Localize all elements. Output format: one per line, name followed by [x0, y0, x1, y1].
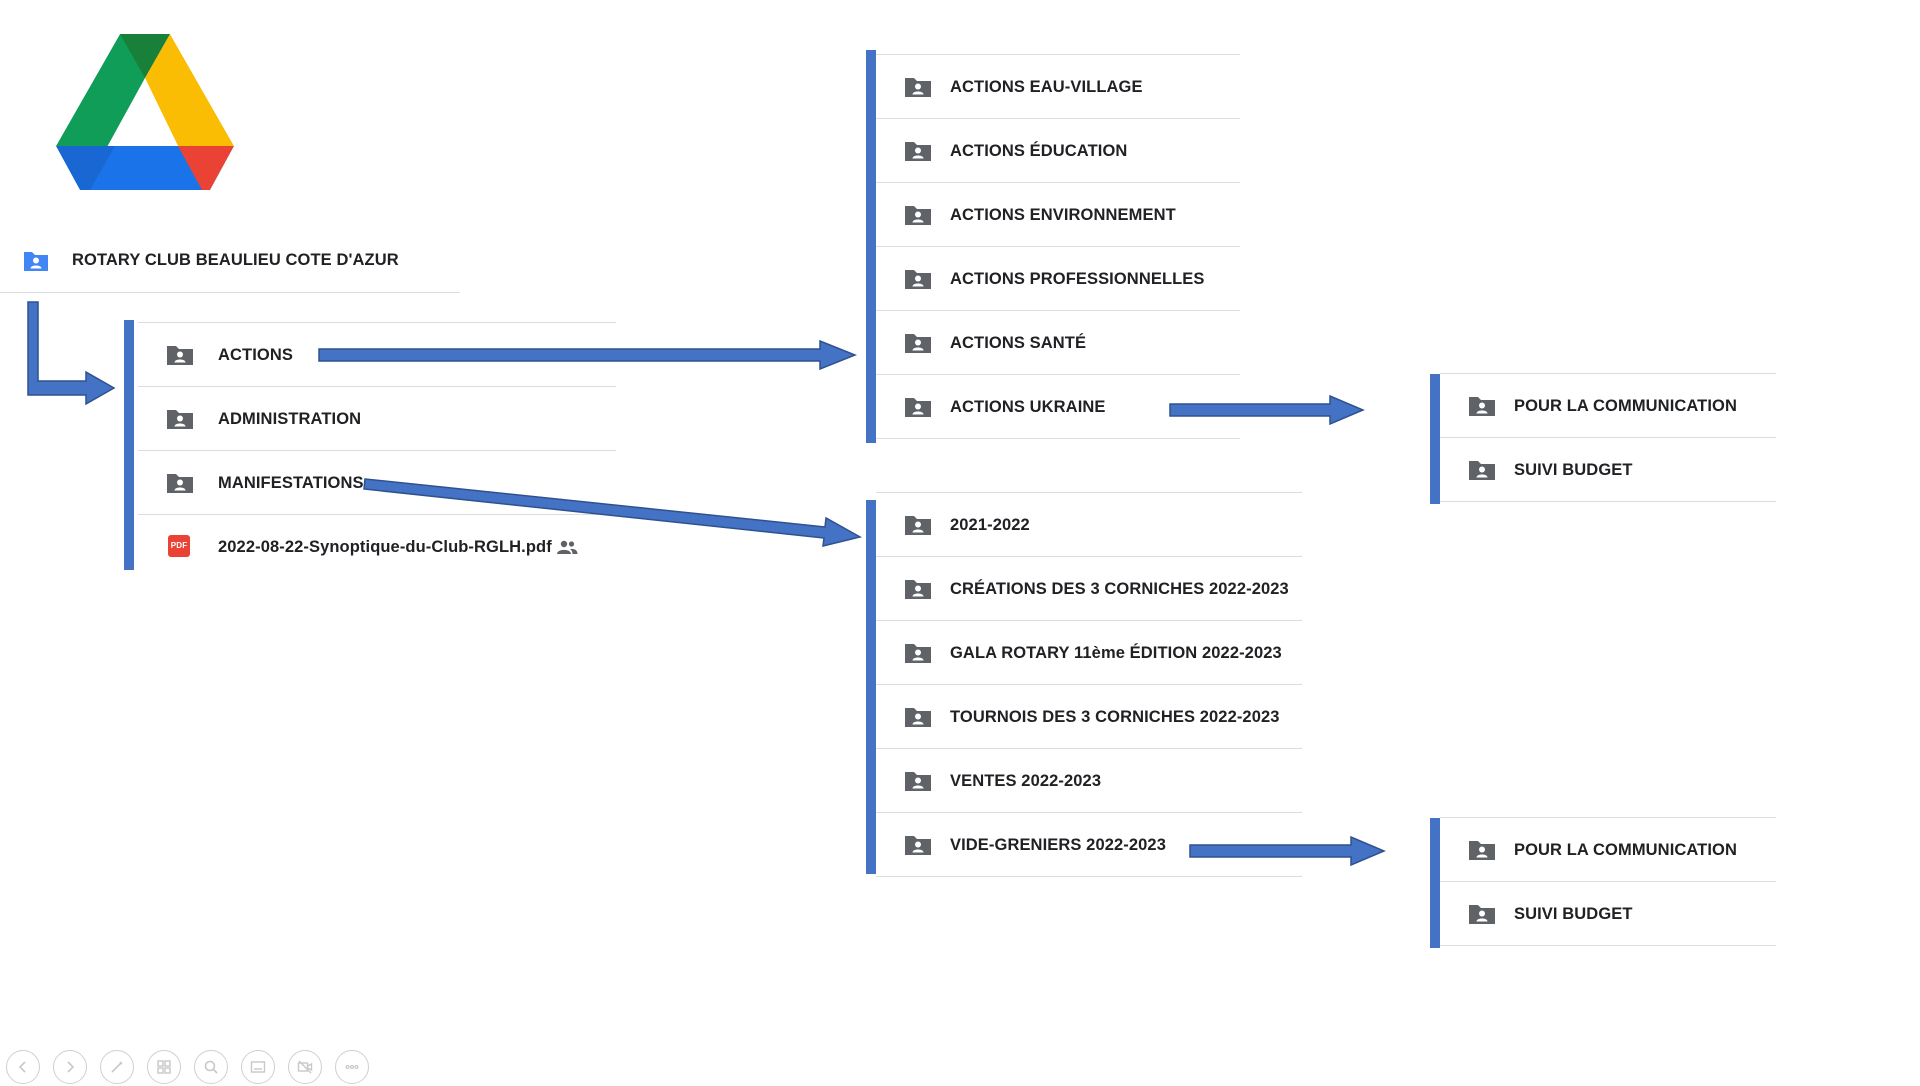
folder-label: SUIVI BUDGET	[1514, 461, 1633, 479]
folder-label: POUR LA COMMUNICATION	[1514, 841, 1737, 859]
shared-folder-icon	[905, 142, 931, 161]
folder-label: ACTIONS	[218, 346, 293, 364]
shared-folder-icon	[905, 270, 931, 289]
shared-folder-icon	[167, 346, 193, 365]
next-button[interactable]	[53, 1050, 87, 1084]
camera-off-icon	[297, 1060, 313, 1074]
folder-label: ADMINISTRATION	[218, 410, 362, 428]
folder-label: POUR LA COMMUNICATION	[1514, 397, 1737, 415]
folder-label: ACTIONS SANTÉ	[950, 334, 1087, 352]
folder-label: GALA ROTARY 11ème ÉDITION 2022-2023	[950, 644, 1282, 662]
folder-label: VENTES 2022-2023	[950, 772, 1102, 790]
shared-folder-icon	[167, 410, 193, 429]
folder-label: ACTIONS PROFESSIONNELLES	[950, 270, 1205, 288]
folder-label: MANIFESTATIONS	[218, 474, 364, 492]
folder-label: ACTIONS EAU-VILLAGE	[950, 78, 1143, 96]
previous-icon	[18, 1061, 26, 1073]
shared-folder-icon	[905, 644, 931, 663]
people-icon	[557, 540, 578, 554]
ukraine-bar	[1430, 374, 1440, 504]
camera-button[interactable]	[288, 1050, 322, 1084]
next-icon	[67, 1061, 75, 1073]
more-icon	[345, 1064, 359, 1070]
folder-row-administration[interactable]: ADMINISTRATION	[138, 386, 616, 450]
folder-label: ACTIONS ENVIRONNEMENT	[950, 206, 1176, 224]
folder-row[interactable]: POUR LA COMMUNICATION	[1440, 817, 1776, 881]
google-drive-logo	[56, 34, 234, 190]
shared-folder-icon	[905, 516, 931, 535]
folder-label: TOURNOIS DES 3 CORNICHES 2022-2023	[950, 708, 1280, 726]
more-button[interactable]	[335, 1050, 369, 1084]
folder-row[interactable]: TOURNOIS DES 3 CORNICHES 2022-2023	[876, 684, 1302, 748]
shared-folder-icon	[905, 708, 931, 727]
folder-label: VIDE-GRENIERS 2022-2023	[950, 836, 1166, 854]
zoom-icon	[204, 1060, 218, 1074]
subtitles-icon	[250, 1061, 266, 1073]
actions-bar	[866, 50, 876, 443]
shared-folder-icon	[905, 580, 931, 599]
root-folder-row[interactable]: ROTARY CLUB BEAULIEU COTE D'AZUR	[0, 238, 460, 293]
folder-row[interactable]: POUR LA COMMUNICATION	[1440, 373, 1776, 437]
folder-row-ukraine[interactable]: ACTIONS UKRAINE	[876, 374, 1240, 439]
shared-folder-icon	[905, 78, 931, 97]
pdf-icon: PDF	[168, 535, 190, 557]
folder-row[interactable]: SUIVI BUDGET	[1440, 881, 1776, 946]
level1-bar	[124, 320, 134, 570]
folder-row[interactable]: SUIVI BUDGET	[1440, 437, 1776, 502]
shared-folder-icon	[905, 206, 931, 225]
folder-label: ACTIONS ÉDUCATION	[950, 142, 1128, 160]
folder-row[interactable]: ACTIONS SANTÉ	[876, 310, 1240, 374]
folder-row-actions[interactable]: ACTIONS	[138, 322, 616, 386]
folder-row[interactable]: CRÉATIONS DES 3 CORNICHES 2022-2023	[876, 556, 1302, 620]
file-row-pdf[interactable]: PDF 2022-08-22-Synoptique-du-Club-RGLH.p…	[138, 514, 616, 579]
vide-greniers-bar	[1430, 818, 1440, 948]
shared-folder-icon	[24, 252, 48, 271]
shared-folder-icon	[905, 398, 931, 417]
shared-folder-icon	[905, 334, 931, 353]
pen-icon	[111, 1061, 123, 1073]
shared-folder-icon	[1469, 461, 1495, 480]
previous-button[interactable]	[6, 1050, 40, 1084]
slides-grid-button[interactable]	[147, 1050, 181, 1084]
root-elbow-arrow	[27, 301, 116, 406]
shared-folder-icon	[1469, 905, 1495, 924]
pen-button[interactable]	[100, 1050, 134, 1084]
slides-grid-icon	[157, 1060, 171, 1074]
folder-row-manifestations[interactable]: MANIFESTATIONS	[138, 450, 616, 514]
folder-row[interactable]: ACTIONS ÉDUCATION	[876, 118, 1240, 182]
folder-label: SUIVI BUDGET	[1514, 905, 1633, 923]
root-folder-label: ROTARY CLUB BEAULIEU COTE D'AZUR	[72, 251, 399, 269]
folder-label: ACTIONS UKRAINE	[950, 398, 1106, 416]
shared-folder-icon	[1469, 397, 1495, 416]
folder-row[interactable]: VENTES 2022-2023	[876, 748, 1302, 812]
zoom-button[interactable]	[194, 1050, 228, 1084]
subtitles-button[interactable]	[241, 1050, 275, 1084]
pdf-badge: PDF	[170, 541, 188, 550]
folder-row[interactable]: ACTIONS EAU-VILLAGE	[876, 54, 1240, 118]
folder-row[interactable]: ACTIONS ENVIRONNEMENT	[876, 182, 1240, 246]
folder-row[interactable]: ACTIONS PROFESSIONNELLES	[876, 246, 1240, 310]
shared-folder-icon	[905, 836, 931, 855]
folder-row[interactable]: 2021-2022	[876, 492, 1302, 556]
shared-folder-icon	[167, 474, 193, 493]
folder-label: CRÉATIONS DES 3 CORNICHES 2022-2023	[950, 580, 1289, 598]
file-label: 2022-08-22-Synoptique-du-Club-RGLH.pdf	[218, 538, 552, 556]
shared-folder-icon	[905, 772, 931, 791]
folder-row-vide-greniers[interactable]: VIDE-GRENIERS 2022-2023	[876, 812, 1302, 877]
manifestations-bar	[866, 500, 876, 874]
shared-folder-icon	[1469, 841, 1495, 860]
folder-row[interactable]: GALA ROTARY 11ème ÉDITION 2022-2023	[876, 620, 1302, 684]
folder-label: 2021-2022	[950, 516, 1030, 534]
